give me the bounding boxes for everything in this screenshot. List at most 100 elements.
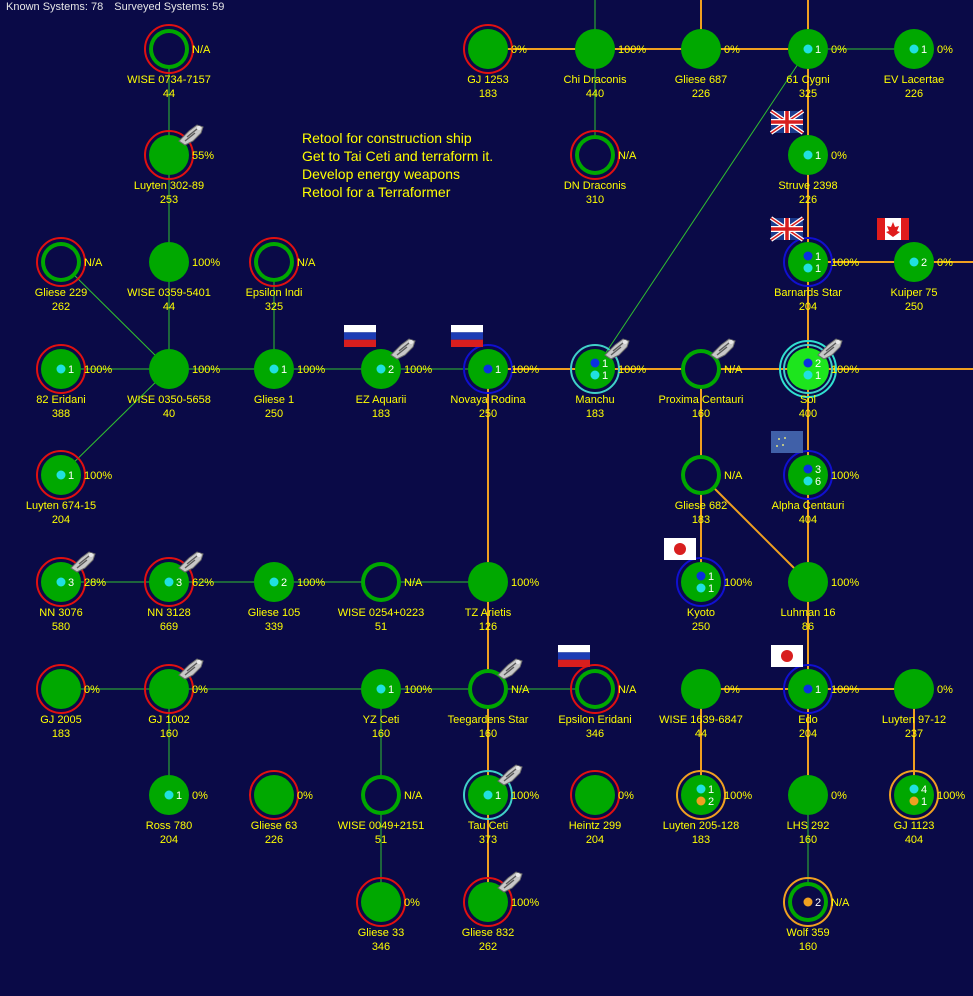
ship-icon[interactable]: [710, 338, 736, 360]
system-population: 388: [52, 408, 70, 420]
survey-status: 100%: [192, 257, 220, 269]
ownership-ring: [570, 664, 620, 714]
unit-count: 1: [388, 684, 394, 696]
ownership-ring: [144, 130, 194, 180]
colony-marker-icon: [803, 263, 813, 273]
system-name: 82 Eridani: [36, 394, 86, 406]
colony-marker-icon: [803, 358, 813, 368]
unit-count: 1: [815, 150, 821, 162]
colony-marker-icon: [803, 684, 813, 694]
star-icon: [575, 29, 615, 69]
system-population: 250: [692, 621, 710, 633]
survey-status: 100%: [297, 577, 325, 589]
colony-marker-icon: [696, 571, 706, 581]
system-population: 160: [160, 728, 178, 740]
system-population: 262: [479, 941, 497, 953]
survey-status: 55%: [192, 150, 214, 162]
ownership-ring: [144, 664, 194, 714]
ship-icon[interactable]: [390, 338, 416, 360]
system-population: 183: [372, 408, 390, 420]
system-name: Luyten 97-12: [882, 714, 946, 726]
star-icon: [788, 562, 828, 602]
unit-count: 1: [281, 364, 287, 376]
survey-status: 0%: [831, 790, 847, 802]
survey-status: 0%: [192, 790, 208, 802]
star-icon: [41, 669, 81, 709]
survey-status: 100%: [724, 577, 752, 589]
star-icon: [681, 29, 721, 69]
ownership-ring: [889, 770, 939, 820]
unit-count: 3: [815, 464, 821, 476]
system-population: 160: [692, 408, 710, 420]
colony-marker-icon: [696, 796, 706, 806]
survey-status: 0%: [937, 44, 953, 56]
survey-status: 100%: [831, 257, 859, 269]
survey-status: 0%: [724, 44, 740, 56]
system-name: NN 3128: [147, 607, 190, 619]
survey-status: N/A: [192, 44, 211, 56]
system-population: 237: [905, 728, 923, 740]
system-population: 44: [695, 728, 707, 740]
unit-count: 3: [176, 577, 182, 589]
survey-status: N/A: [404, 577, 423, 589]
star-icon: [361, 882, 401, 922]
system-name: NN 3076: [39, 607, 82, 619]
colony-marker-icon: [164, 577, 174, 587]
star-icon: [788, 775, 828, 815]
survey-status: 0%: [511, 44, 527, 56]
ship-icon[interactable]: [497, 658, 523, 680]
